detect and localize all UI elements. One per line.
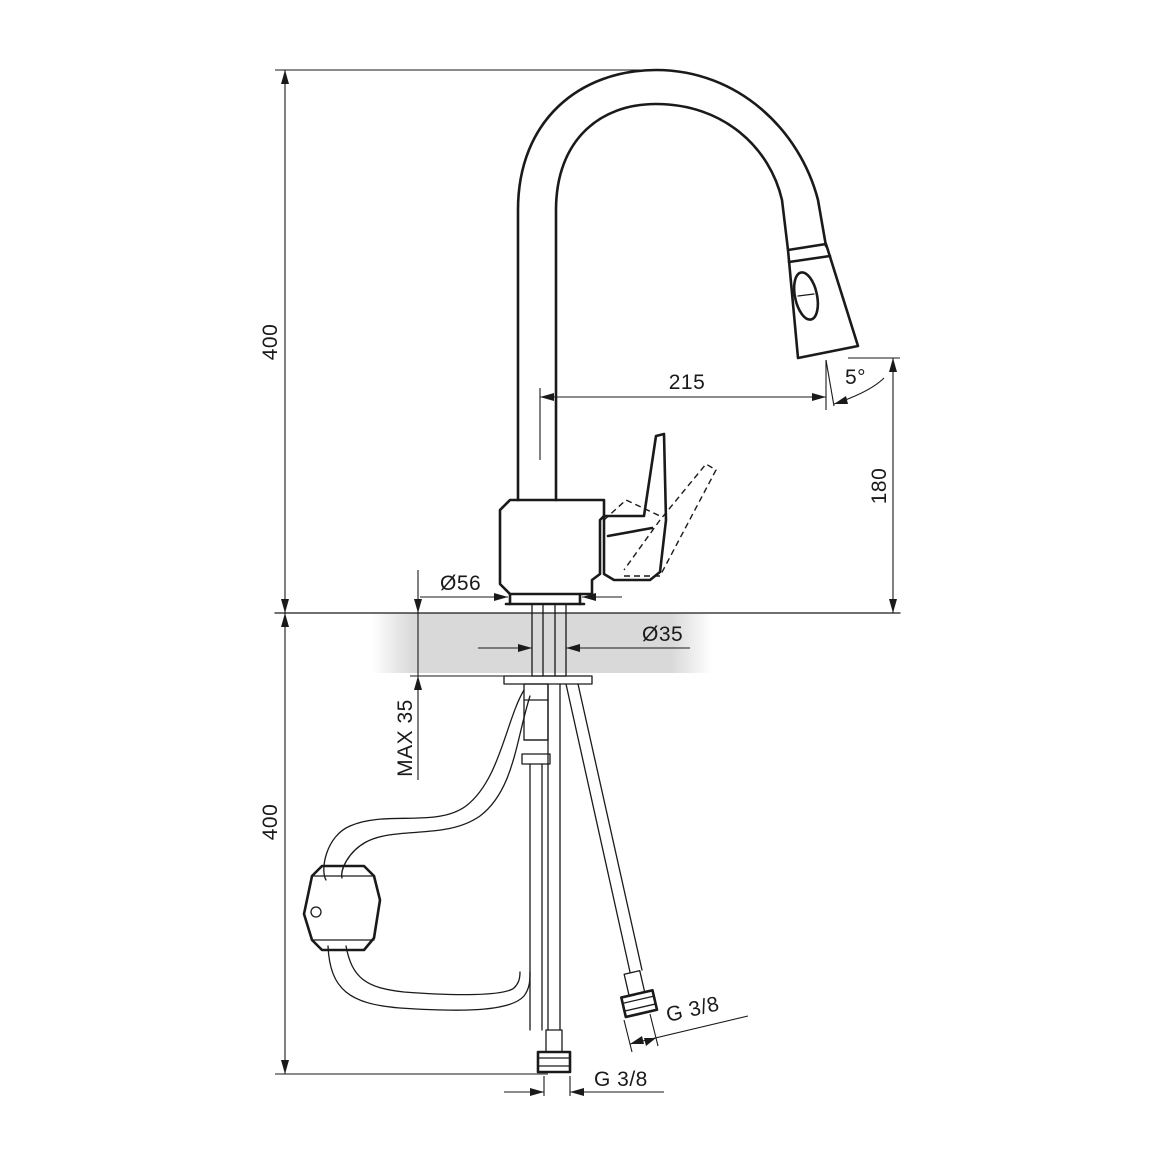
dim-max-counter: MAX 35	[394, 570, 504, 780]
label-connection-left: G 3/8	[594, 1068, 648, 1091]
spray-head	[786, 242, 860, 360]
label-spout-reach: 215	[669, 371, 706, 394]
lever-handle	[602, 432, 717, 582]
dim-connection-left: G 3/8	[504, 1068, 664, 1096]
mixer-body	[498, 498, 606, 596]
dim-hose-length: 400	[259, 613, 289, 1074]
dim-spray-angle: 5°	[825, 359, 885, 407]
label-shank-diameter: Ø35	[642, 623, 683, 646]
label-hose-length: 400	[259, 804, 282, 841]
label-connection-right: G 3/8	[664, 992, 722, 1027]
hose-weight	[302, 864, 382, 952]
dim-total-height: 400	[259, 70, 289, 613]
dim-base-diameter: Ø56	[420, 572, 622, 601]
dim-spout-reach: 215	[539, 360, 827, 460]
spout-inner	[554, 102, 790, 502]
connector-left-nut	[536, 1050, 572, 1074]
countertop-section	[372, 613, 712, 673]
dim-connection-right: G 3/8	[623, 992, 749, 1053]
supply-hoses	[302, 683, 659, 1074]
dim-shank-diameter: Ø35	[478, 623, 690, 652]
faucet-body	[498, 68, 860, 606]
label-base-diameter: Ø56	[440, 572, 481, 595]
connector-right-nut	[620, 988, 659, 1019]
label-total-height: 400	[259, 324, 282, 361]
spout-outer	[516, 68, 828, 502]
dim-spray-height: 180	[848, 357, 900, 613]
label-spray-height: 180	[868, 468, 891, 505]
label-max-counter: MAX 35	[394, 699, 417, 777]
label-spray-angle: 5°	[845, 366, 866, 389]
